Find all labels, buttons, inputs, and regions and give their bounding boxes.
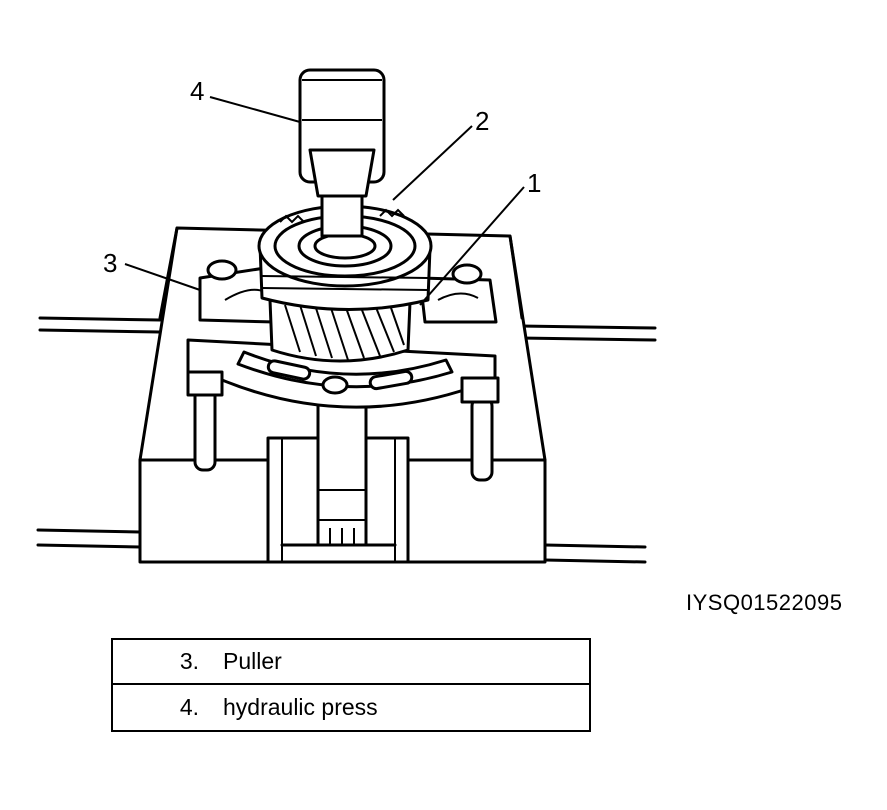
hydraulic-press-ram — [298, 68, 386, 238]
figure-id: IYSQ01522095 — [686, 590, 843, 615]
synchronizer-assembly — [257, 204, 433, 311]
puller — [186, 259, 500, 482]
puller-press-illustration: 1 2 3 4 — [36, 68, 657, 564]
legend-number: 3. — [179, 648, 199, 674]
gear-shaft — [316, 398, 368, 547]
legend-number: 4. — [179, 694, 199, 720]
legend-label: hydraulic press — [223, 694, 378, 720]
callout-2: 2 — [475, 106, 489, 136]
legend-table: 3. Puller 4. hydraulic press — [111, 638, 591, 732]
legend-row: 4. hydraulic press — [113, 685, 589, 730]
callout-3: 3 — [103, 248, 117, 278]
legend-label: Puller — [223, 648, 282, 674]
legend-row: 3. Puller — [113, 640, 589, 685]
press-bed-rails — [36, 316, 657, 564]
helical-gear — [268, 298, 412, 363]
callout-4: 4 — [190, 76, 204, 106]
callout-1: 1 — [527, 168, 541, 198]
leader-lines — [124, 96, 525, 306]
